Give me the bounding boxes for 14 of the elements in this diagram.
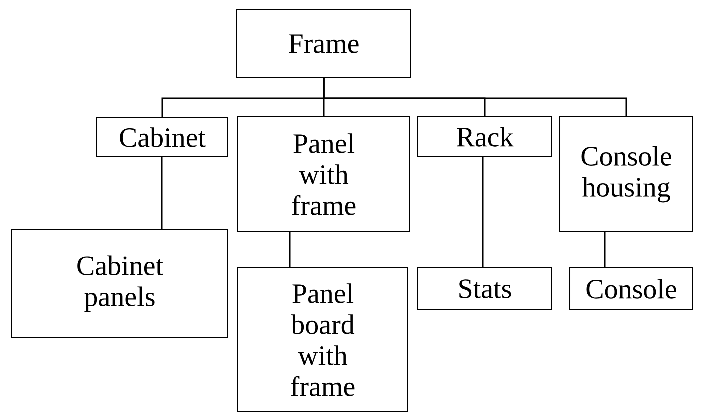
- box: Console housing: [560, 116, 694, 232]
- box: Rack: [418, 116, 552, 158]
- connector: [323, 78, 628, 116]
- box: Cabinet: [96, 118, 228, 158]
- box: Cabinet panels: [12, 230, 228, 338]
- connector: [604, 232, 606, 268]
- connector: [161, 157, 163, 230]
- box: Console: [570, 268, 694, 310]
- box: Frame: [236, 10, 412, 78]
- connector: [482, 157, 484, 268]
- connector: [289, 232, 291, 268]
- box: Panel board with frame: [238, 268, 408, 412]
- box: Stats: [418, 268, 552, 310]
- box: Panel with frame: [238, 116, 410, 232]
